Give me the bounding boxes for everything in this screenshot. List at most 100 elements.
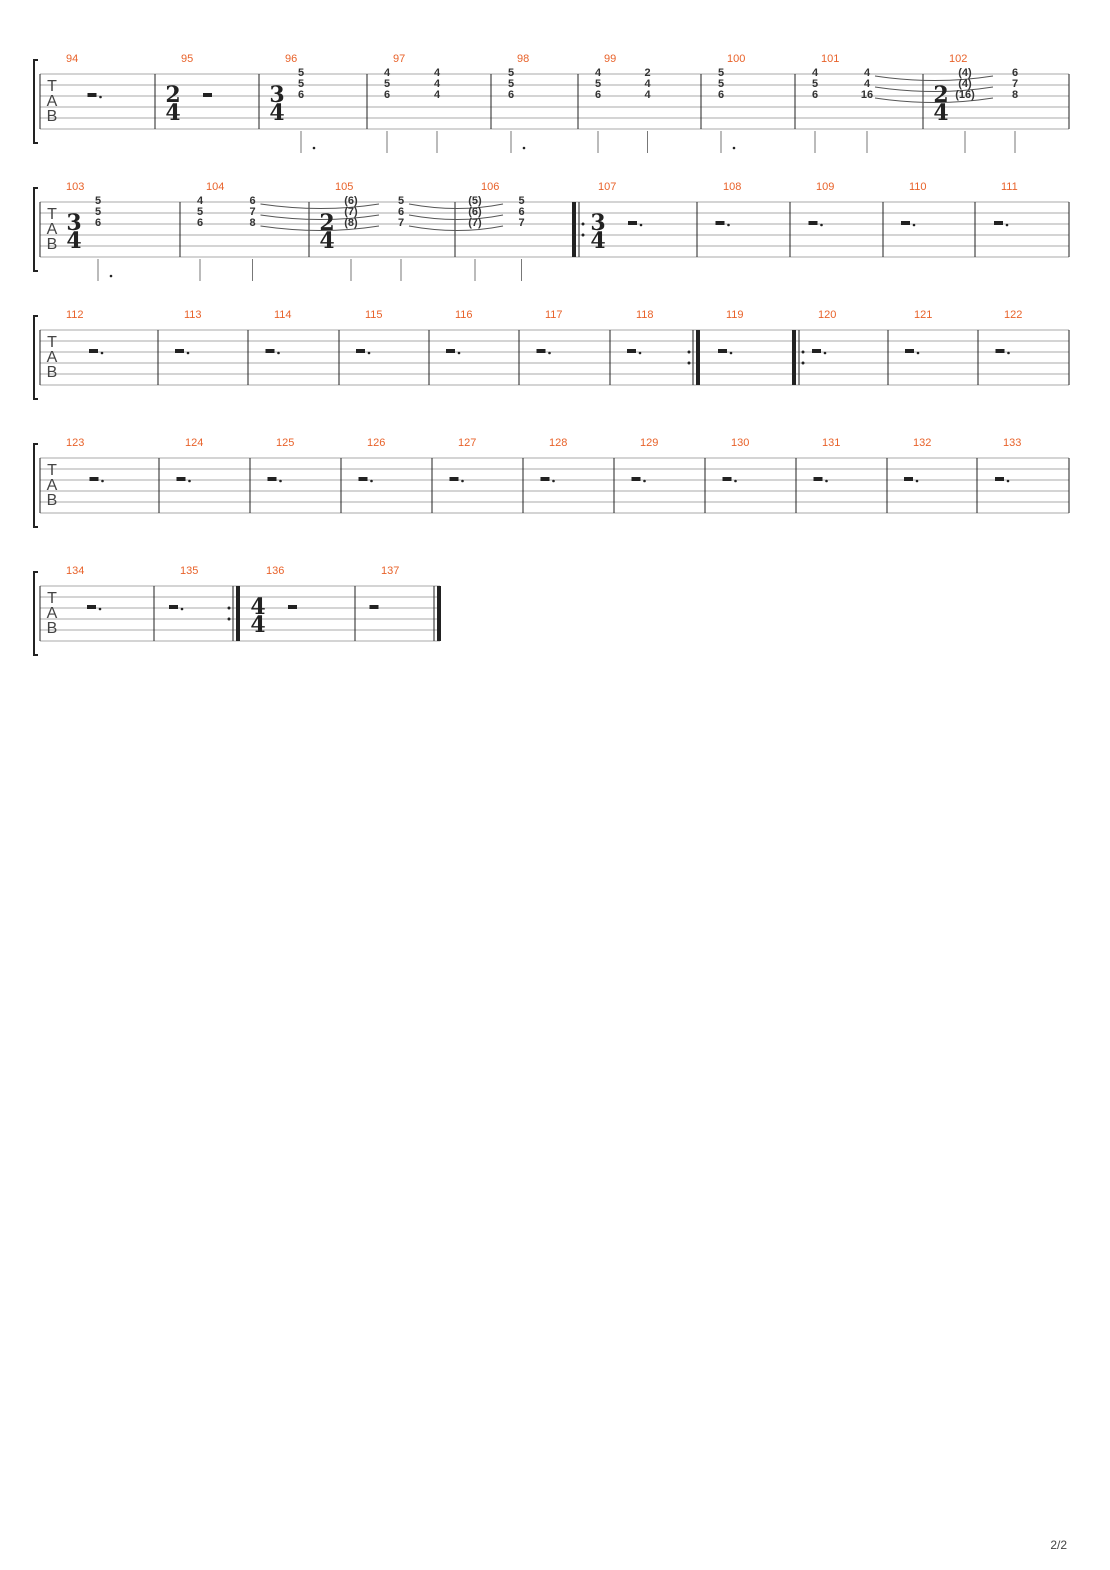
measure-106: 106 [481,181,499,193]
fret-number: 6 [398,206,404,218]
fret-number: 4 [864,78,871,90]
tab-clef-letter: B [47,108,58,125]
time-signature: 34 [269,82,284,126]
tie [260,203,380,231]
time-signature: 24 [165,82,180,126]
measure-125: 125 [276,437,342,513]
rest [627,349,642,355]
system-bracket [33,59,38,144]
beat-chord: 678 [249,195,256,281]
measure-number: 127 [458,437,476,449]
measure-number: 107 [598,181,616,193]
measure-number: 104 [206,181,224,193]
fret-number: 4 [595,67,602,79]
measure-number: 115 [365,309,383,321]
fret-number: 4 [434,89,441,101]
measure-number: 97 [393,53,405,65]
measure-101: 101 [821,53,924,129]
measure-136: 136 [266,565,356,641]
svg-text:3: 3 [66,210,81,236]
measure-98: 98 [517,53,579,129]
svg-text:4: 4 [269,100,284,126]
fret-number: (7) [468,217,482,229]
rest [89,477,104,483]
measure-number: 94 [66,53,78,65]
measure-115: 115 [365,309,430,385]
measure-100: 100 [727,53,796,129]
measure-96: 96 [285,53,368,129]
measure-number: 137 [381,565,399,577]
measure-130: 130 [731,437,797,513]
rest [812,349,827,355]
fret-number: (7) [344,206,358,218]
tab-clef-letter: B [47,620,58,637]
measure-number: 112 [66,309,84,321]
fret-number: 5 [812,78,818,90]
tie [408,203,504,231]
fret-number: 5 [95,206,101,218]
tab-clef-letter: T [47,78,57,95]
measure-112: 112 [66,309,159,385]
tab-clef-letter: A [47,605,58,622]
fret-number: 4 [644,78,651,90]
measure-133: 133 [1003,437,1070,513]
time-signature: 34 [590,210,605,254]
measure-number: 116 [455,309,473,321]
fret-number: 8 [1012,89,1018,101]
measure-127: 127 [458,437,524,513]
time-signature: 24 [933,82,948,126]
svg-text:4: 4 [66,228,81,254]
svg-text:4: 4 [165,100,180,126]
rest [813,477,828,483]
svg-text:3: 3 [590,210,605,236]
rest [169,605,184,611]
fret-number: 5 [508,78,514,90]
duration-dot [732,146,736,150]
tab-clef-letter: B [47,492,58,509]
measure-135: 135 [180,565,198,577]
rest [540,477,555,483]
measure-number: 100 [727,53,745,65]
measure-118: 118 [636,309,654,321]
measure-number: 134 [66,565,84,577]
fret-number: 5 [384,78,390,90]
rest [175,349,190,355]
repeat-start-barline [792,330,805,385]
fret-number: 5 [718,78,724,90]
measure-117: 117 [545,309,611,385]
measure-number: 135 [180,565,198,577]
measure-103: 103 [66,181,181,257]
fret-number: 4 [197,195,204,207]
measure-104: 104 [206,181,310,257]
rest [87,605,102,611]
fret-number: 6 [718,89,724,101]
measure-108: 108 [723,181,791,257]
measure-number: 126 [367,437,385,449]
fret-number: 4 [384,67,391,79]
rest [718,349,733,355]
measure-number: 99 [604,53,616,65]
beat-chord: 556 [508,67,526,153]
beat-chord: 567 [398,195,404,281]
fret-number: (4) [958,67,972,79]
measure-number: 117 [545,309,563,321]
rest [369,605,379,609]
tab-clef-letter: A [47,477,58,494]
system-bracket [33,571,38,656]
fret-number: (6) [344,195,358,207]
measure-number: 102 [949,53,967,65]
beat-chord: 456 [197,195,204,281]
rest [808,221,823,227]
measure-107: 107 [598,181,698,257]
rest [358,477,373,483]
fret-number: 7 [249,206,255,218]
measure-number: 123 [66,437,84,449]
fret-number: 6 [384,89,390,101]
measure-number: 128 [549,437,567,449]
measure-134: 134 [66,565,155,641]
measure-number: 95 [181,53,193,65]
tab-clef-letter: T [47,334,57,351]
